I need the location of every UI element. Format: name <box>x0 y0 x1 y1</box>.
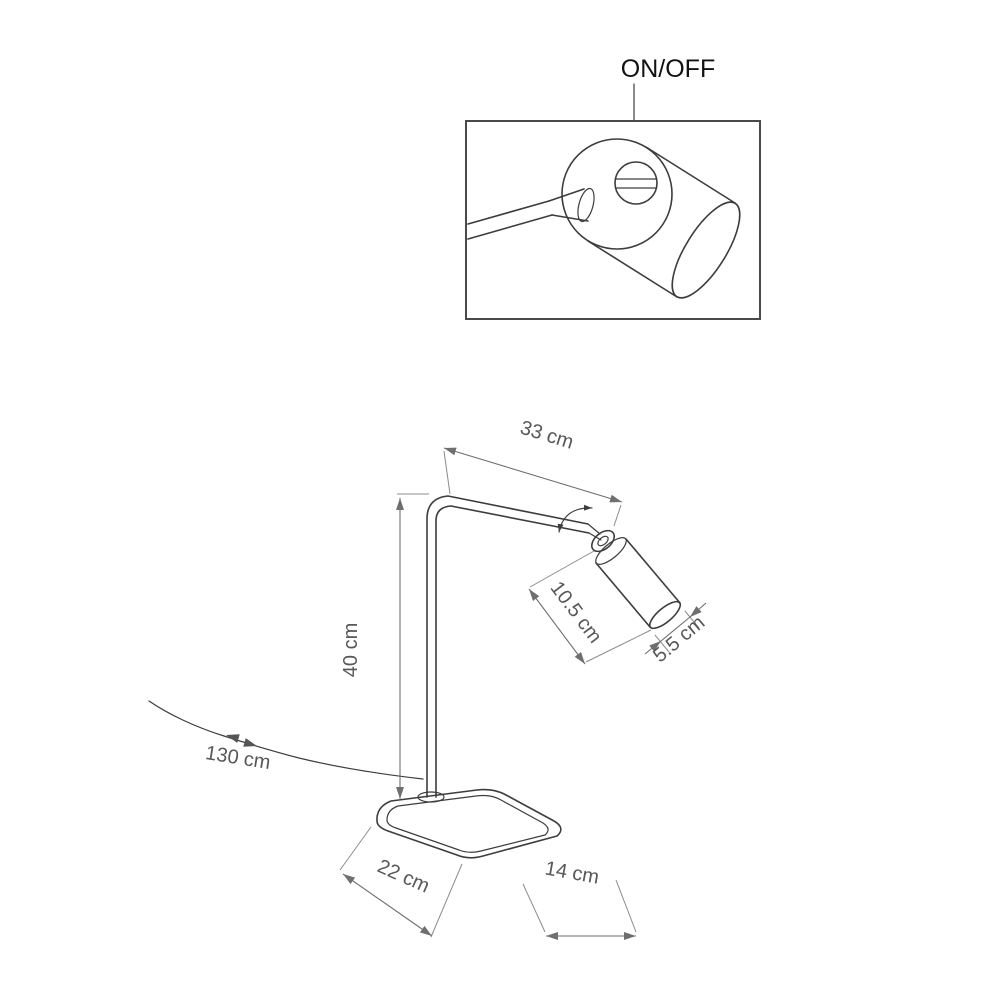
base-inner-edge <box>386 794 549 853</box>
extension-line <box>613 504 622 527</box>
head-cylinder-end <box>671 201 741 299</box>
dim-base-depth-label: 14 cm <box>543 858 600 889</box>
dimension-line <box>443 447 623 503</box>
stem-arm-inner <box>435 505 590 798</box>
rotation-arrow <box>557 504 593 533</box>
stem-arm-outer <box>426 495 589 798</box>
extension-line <box>522 883 546 933</box>
dim-arm-length-label: 33 cm <box>517 417 576 454</box>
extension-line <box>684 610 700 629</box>
extension-line <box>430 863 463 938</box>
head-side-lower <box>595 562 651 628</box>
dimension-line <box>342 873 433 937</box>
lamp-stem-arm <box>426 495 602 798</box>
cable-arrow-left <box>226 734 240 743</box>
dimension-line <box>528 588 586 665</box>
switch-circle <box>614 161 658 205</box>
cable-arrow-right <box>243 738 257 747</box>
lamp-head-joint <box>557 504 616 553</box>
joint-disc <box>590 529 616 553</box>
arm-taper-top <box>587 523 601 535</box>
extension-line <box>443 450 451 495</box>
dim-cable-length-label: 130 cm <box>204 742 272 774</box>
dim-height-label: 40 cm <box>340 623 362 677</box>
head-cylinder-bottom <box>587 240 678 298</box>
dimension-line <box>660 616 691 642</box>
extension-line <box>529 550 595 588</box>
power-cable <box>148 700 424 780</box>
head-side-upper <box>625 538 681 604</box>
extension-line <box>585 629 652 663</box>
dim-base-width: 22 cm <box>339 826 463 938</box>
base-outer-edge <box>376 788 562 859</box>
arm-taper-bottom <box>588 532 602 541</box>
dim-head-length-label: 10.5 cm <box>546 577 606 647</box>
cable-line <box>148 700 424 780</box>
switch-screw <box>614 161 658 205</box>
joint-disc <box>577 187 595 223</box>
on-off-label: ON/OFF <box>621 55 715 83</box>
arm-tube-bottom <box>467 214 553 240</box>
joint-cone-top <box>548 188 585 202</box>
inset-border <box>465 120 761 320</box>
extension-line <box>615 879 637 933</box>
stem-foot <box>417 791 445 803</box>
joint-knob <box>597 535 609 547</box>
head-cylinder-top <box>645 146 736 204</box>
dim-base-depth: 14 cm <box>522 858 637 940</box>
dimension-arrow-line <box>644 640 662 655</box>
lamp <box>148 495 682 859</box>
extension-line <box>339 826 372 871</box>
lamp-head-closeup <box>467 138 741 299</box>
dim-cable-length: 130 cm <box>204 742 272 774</box>
lamp-head <box>595 537 682 630</box>
extension-line <box>654 634 670 653</box>
dimension-arrow-line <box>689 602 707 618</box>
dim-base-width-label: 22 cm <box>374 855 433 897</box>
head-far-end <box>648 600 682 630</box>
head-rear-cap <box>561 138 673 250</box>
dim-height: 40 cm <box>340 493 429 799</box>
lamp-base <box>376 788 562 859</box>
detail-inset: ON/OFF <box>465 55 761 320</box>
joint-cone-bottom <box>551 214 589 222</box>
arm-tube-top <box>467 200 550 225</box>
